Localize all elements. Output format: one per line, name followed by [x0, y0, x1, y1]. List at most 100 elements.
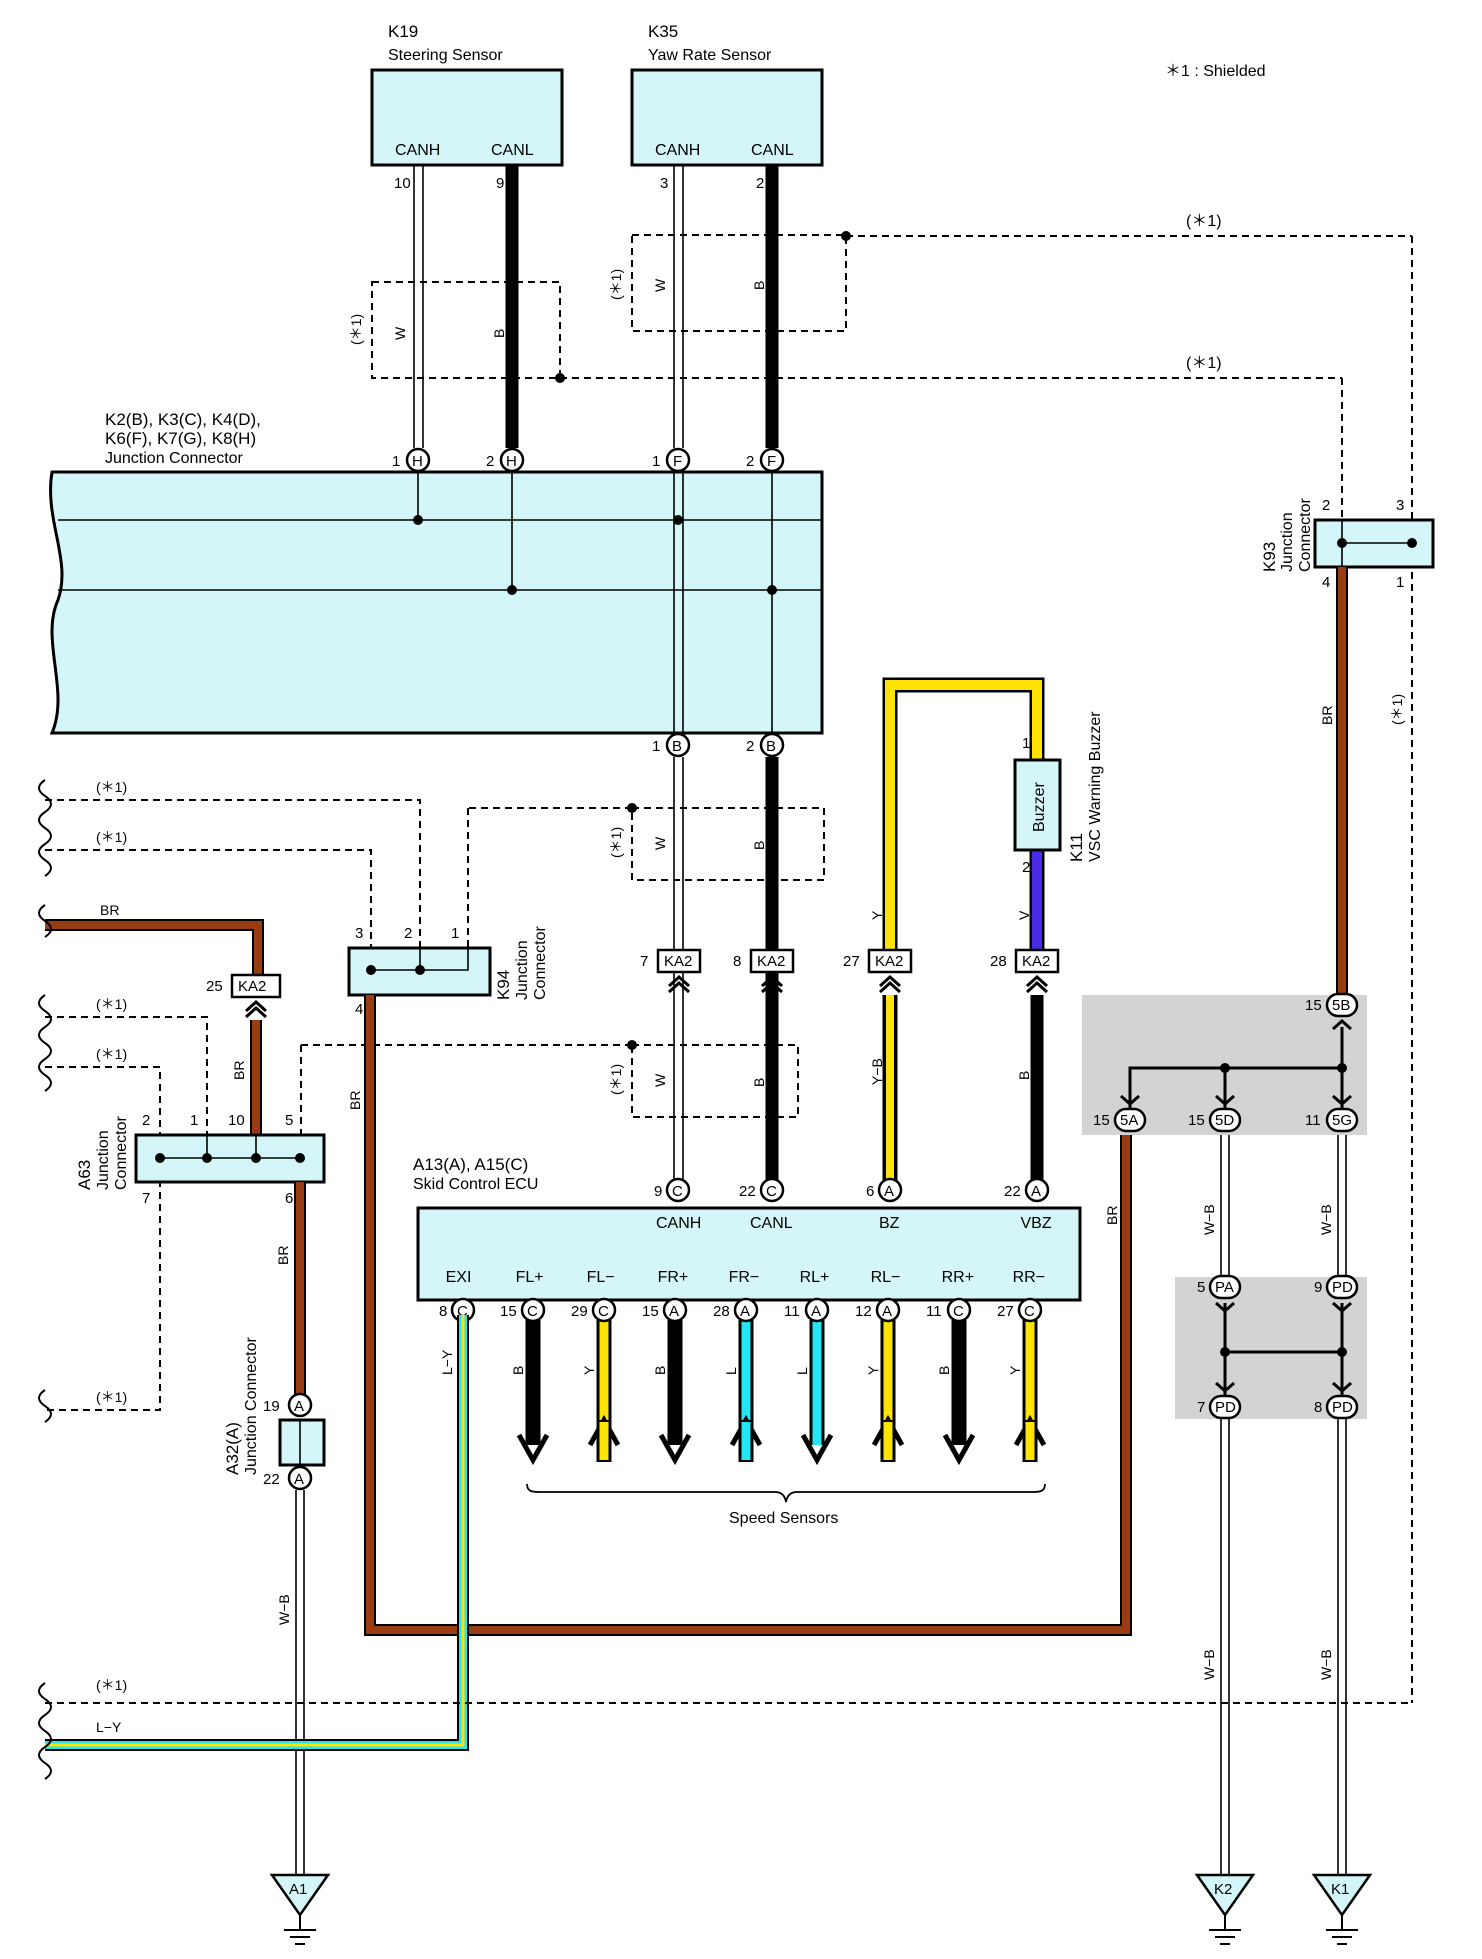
svg-text:Connector: Connector	[1297, 498, 1314, 572]
splice-pin-letter: PD	[1332, 1279, 1353, 1296]
svg-text:28: 28	[990, 953, 1007, 970]
output-arrow	[516, 1433, 550, 1466]
svg-text:B: B	[766, 738, 776, 755]
can-wires-upper	[413, 166, 779, 448]
svg-text:BR: BR	[347, 1091, 363, 1110]
svg-text:3: 3	[355, 925, 363, 942]
ecu-top-pin-letter: C	[766, 1183, 777, 1200]
k19-steering-sensor-box	[370, 68, 564, 167]
svg-text:3: 3	[1396, 497, 1404, 514]
svg-text:A: A	[294, 1398, 304, 1415]
svg-text:(＊1): (＊1)	[96, 1046, 127, 1062]
a63-code: A63	[75, 1160, 94, 1190]
svg-text:1: 1	[1396, 574, 1404, 591]
ecu-top-pin-letter: A	[1031, 1183, 1041, 1200]
svg-text:(＊1): (＊1)	[96, 1389, 127, 1405]
svg-text:Junction: Junction	[95, 1130, 112, 1190]
ecu-bottom-pin-number: 15	[642, 1303, 659, 1320]
can-shield-mid	[631, 807, 825, 881]
ecu-bottom-pin-letter: C	[953, 1303, 964, 1320]
ecu-top-pin-number: 9	[654, 1183, 662, 1200]
speed-sensors-label: Speed Sensors	[729, 1510, 838, 1527]
svg-text:L−Y: L−Y	[439, 1349, 455, 1375]
ecu-name: Skid Control ECU	[413, 1176, 538, 1193]
ecu-bottom-pin-4	[733, 1297, 759, 1323]
svg-text:10: 10	[228, 1112, 245, 1129]
ecu-bottom-terminal-label: RL−	[871, 1269, 901, 1286]
k35-canh-label: CANH	[655, 142, 700, 159]
ground-k1	[1311, 1873, 1373, 1918]
svg-text:KA2: KA2	[875, 953, 903, 970]
k11-code: K11	[1067, 833, 1086, 862]
ecu-bottom-pin-letter: C	[1024, 1303, 1035, 1320]
splice-pin-number: 11	[1305, 1112, 1321, 1129]
splice-pin-PD	[1325, 1274, 1359, 1300]
ecu-bottom-pin-letter: A	[740, 1303, 750, 1320]
k35-pin-2: 2	[756, 175, 764, 192]
splice-pin-number: 15	[1093, 1112, 1110, 1129]
splice-pin-PA	[1208, 1274, 1242, 1300]
ecu-top-terminal-label: VBZ	[1021, 1215, 1052, 1232]
svg-text:KA2: KA2	[664, 953, 692, 970]
ecu-bottom-pin-number: 8	[439, 1303, 447, 1320]
svg-text:B: B	[1016, 1071, 1032, 1080]
svg-text:BR: BR	[1319, 706, 1335, 725]
svg-text:2: 2	[486, 453, 494, 470]
ecu-bottom-pin-letter: C	[527, 1303, 538, 1320]
svg-text:BR: BR	[275, 1246, 291, 1265]
splice-pin-letter: 5A	[1120, 1112, 1138, 1129]
ecu-top-terminal-label: CANL	[750, 1215, 793, 1232]
svg-text:Y−B: Y−B	[869, 1058, 885, 1085]
ecu-top-pin-number: 22	[1004, 1183, 1021, 1200]
ecu-bottom-terminal-label: FL+	[516, 1269, 544, 1286]
jc-main-code-1: K2(B), K3(C), K4(D),	[105, 410, 261, 429]
splice-pin-number: 7	[1197, 1399, 1205, 1416]
k19-shield	[371, 281, 561, 379]
svg-text:5: 5	[285, 1112, 293, 1129]
svg-text:(＊1): (＊1)	[608, 827, 624, 858]
ecu-bottom-pin-letter: C	[457, 1303, 468, 1320]
splice-pin-number: 8	[1314, 1399, 1322, 1416]
skid-control-ecu-box	[416, 1206, 1082, 1302]
svg-text:19: 19	[263, 1398, 280, 1415]
speed-sensor-wire-color: B	[936, 1366, 952, 1375]
svg-text:(＊1): (＊1)	[608, 1064, 624, 1095]
k19-pin-10: 10	[394, 175, 411, 192]
ecu-bottom-pins: EXIC8FL+BC15FL−YC29FR+BA15FR−LA28RL+LA11…	[439, 1269, 1047, 1466]
splice-pin-number: 5	[1197, 1279, 1205, 1296]
output-arrow	[942, 1433, 976, 1466]
ecu-top-terminal-label: BZ	[879, 1215, 900, 1232]
splice-pin-letter: 5D	[1215, 1112, 1234, 1129]
svg-text:7: 7	[142, 1190, 150, 1207]
ground-k2-label: K2	[1214, 1881, 1232, 1898]
svg-text:Junction Connector: Junction Connector	[243, 1336, 260, 1475]
svg-text:1: 1	[451, 925, 459, 942]
a32-box	[278, 1418, 326, 1467]
svg-text:2: 2	[404, 925, 412, 942]
svg-text:(＊1): (＊1)	[96, 996, 127, 1012]
ecu-bottom-terminal-label: FL−	[587, 1269, 615, 1286]
ecu-bottom-pin-number: 27	[997, 1303, 1014, 1320]
k35-shield-tag: (＊1)	[608, 269, 624, 300]
svg-text:W−B: W−B	[276, 1594, 292, 1625]
ecu-bottom-pin-letter: A	[669, 1303, 679, 1320]
splice-pin-5A	[1113, 1107, 1147, 1133]
k94-code: K94	[494, 970, 513, 1000]
svg-text:W−B: W−B	[1201, 1204, 1217, 1235]
ecu-bottom-pin-number: 12	[855, 1303, 872, 1320]
ka2-chevrons	[667, 974, 1049, 994]
svg-text:2: 2	[746, 453, 754, 470]
svg-text:22: 22	[263, 1471, 280, 1488]
svg-text:KA2: KA2	[757, 953, 785, 970]
splice-pin-5D	[1208, 1107, 1242, 1133]
svg-text:L−Y: L−Y	[96, 1719, 122, 1735]
left-wire-breaks	[38, 779, 52, 1780]
ecu-top-pin-0	[665, 1177, 691, 1203]
k19-wire-w: W	[392, 326, 408, 340]
ecu-top-pin-3	[1024, 1177, 1050, 1203]
svg-text:8: 8	[733, 953, 741, 970]
k19-name: Steering Sensor	[388, 47, 503, 64]
k35-pin-3: 3	[660, 175, 668, 192]
ecu-bottom-terminal-label: EXI	[446, 1269, 472, 1286]
